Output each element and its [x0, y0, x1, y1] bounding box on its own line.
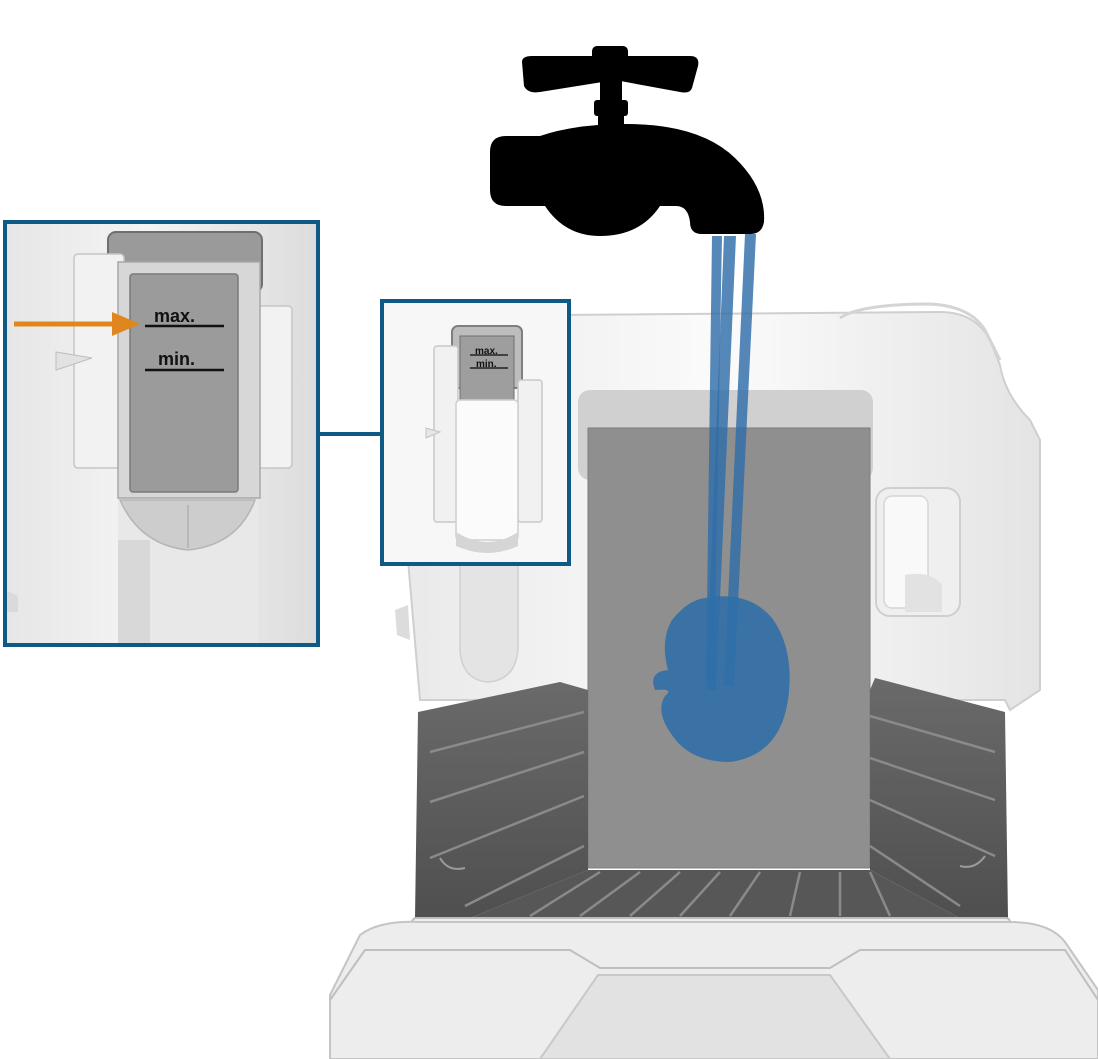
level-indicator-callout-small: max. min. [380, 299, 571, 566]
base-recess [538, 974, 892, 1059]
machine-top-edge [839, 302, 1002, 361]
level-indicator-zoom: max. min. [3, 220, 320, 647]
callout-large-border [3, 220, 320, 647]
drip-tray [415, 678, 1008, 918]
min-level-label: min. [158, 349, 195, 369]
coffee-machine [329, 302, 1098, 1059]
max-level-label: max. [154, 306, 195, 326]
water-splash [653, 596, 790, 762]
water-stream [653, 234, 790, 762]
level-window [129, 273, 239, 493]
arrow-right-icon [14, 312, 140, 336]
side-handle [875, 487, 961, 617]
faucet-icon [490, 46, 765, 236]
small-min-label: min. [476, 359, 497, 370]
machine-side-pillar [459, 559, 519, 683]
small-max-label: max. [475, 346, 498, 357]
